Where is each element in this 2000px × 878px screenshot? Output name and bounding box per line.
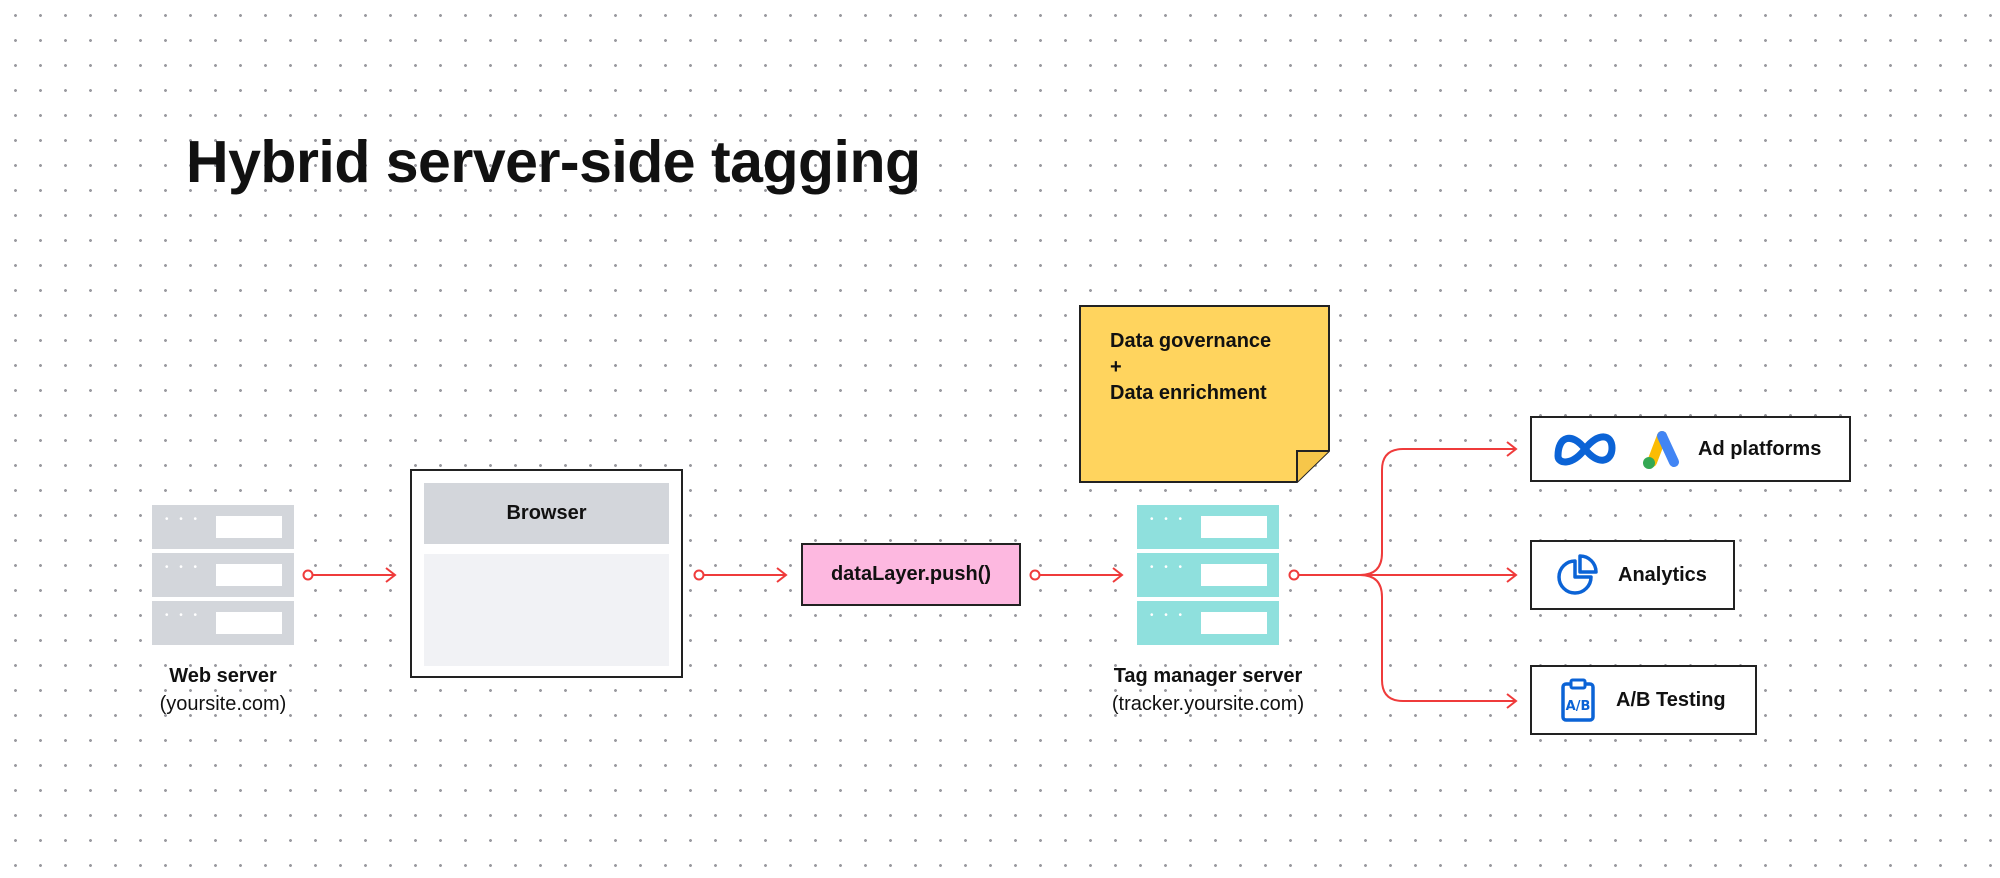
web-server-domain: (yoursite.com): [159, 693, 287, 715]
note-line-2: +: [1110, 356, 1122, 378]
meta-icon: [1554, 433, 1616, 466]
destination-label: Ad platforms: [1698, 437, 1822, 460]
tag-manager-server-icon: • • • • • • • • •: [1137, 505, 1279, 646]
destination-analytics: Analytics: [1530, 540, 1735, 610]
datalayer-push-box: dataLayer.push(): [801, 543, 1021, 606]
destination-label: Analytics: [1618, 563, 1707, 586]
web-server-name: Web server: [169, 665, 277, 687]
diagram-title: Hybrid server-side tagging: [186, 129, 921, 195]
connector-web-to-browser: [302, 567, 397, 583]
web-server-caption: Web server (yoursite.com): [123, 662, 323, 718]
tag-server-name: Tag manager server: [1113, 665, 1303, 687]
browser-window: Browser: [410, 469, 683, 678]
web-server-icon: • • • • • • • • •: [152, 505, 294, 646]
sticky-note-text: Data governance + Data enrichment: [1110, 328, 1271, 406]
destination-ad-platforms: Ad platforms: [1530, 416, 1851, 482]
note-line-1: Data governance: [1110, 330, 1272, 352]
browser-content: [424, 554, 669, 666]
connector-browser-to-datalayer: [693, 567, 788, 583]
note-line-3: Data enrichment: [1110, 382, 1267, 404]
connector-tag-server-to-destinations: [1288, 441, 1518, 709]
tag-server-domain: (tracker.yoursite.com): [1111, 693, 1305, 715]
connector-datalayer-to-tag-server: [1029, 567, 1124, 583]
destination-ab-testing: A/B A/B Testing: [1530, 665, 1757, 735]
sticky-note: [1079, 305, 1330, 483]
svg-text:A/B: A/B: [1566, 699, 1591, 714]
google-ads-icon: [1643, 431, 1679, 469]
pie-chart-icon: [1557, 554, 1598, 595]
destination-label: A/B Testing: [1616, 688, 1726, 711]
browser-title: Browser: [424, 483, 669, 544]
tag-server-caption: Tag manager server (tracker.yoursite.com…: [1088, 662, 1328, 718]
clipboard-ab-icon: A/B: [1561, 678, 1595, 722]
